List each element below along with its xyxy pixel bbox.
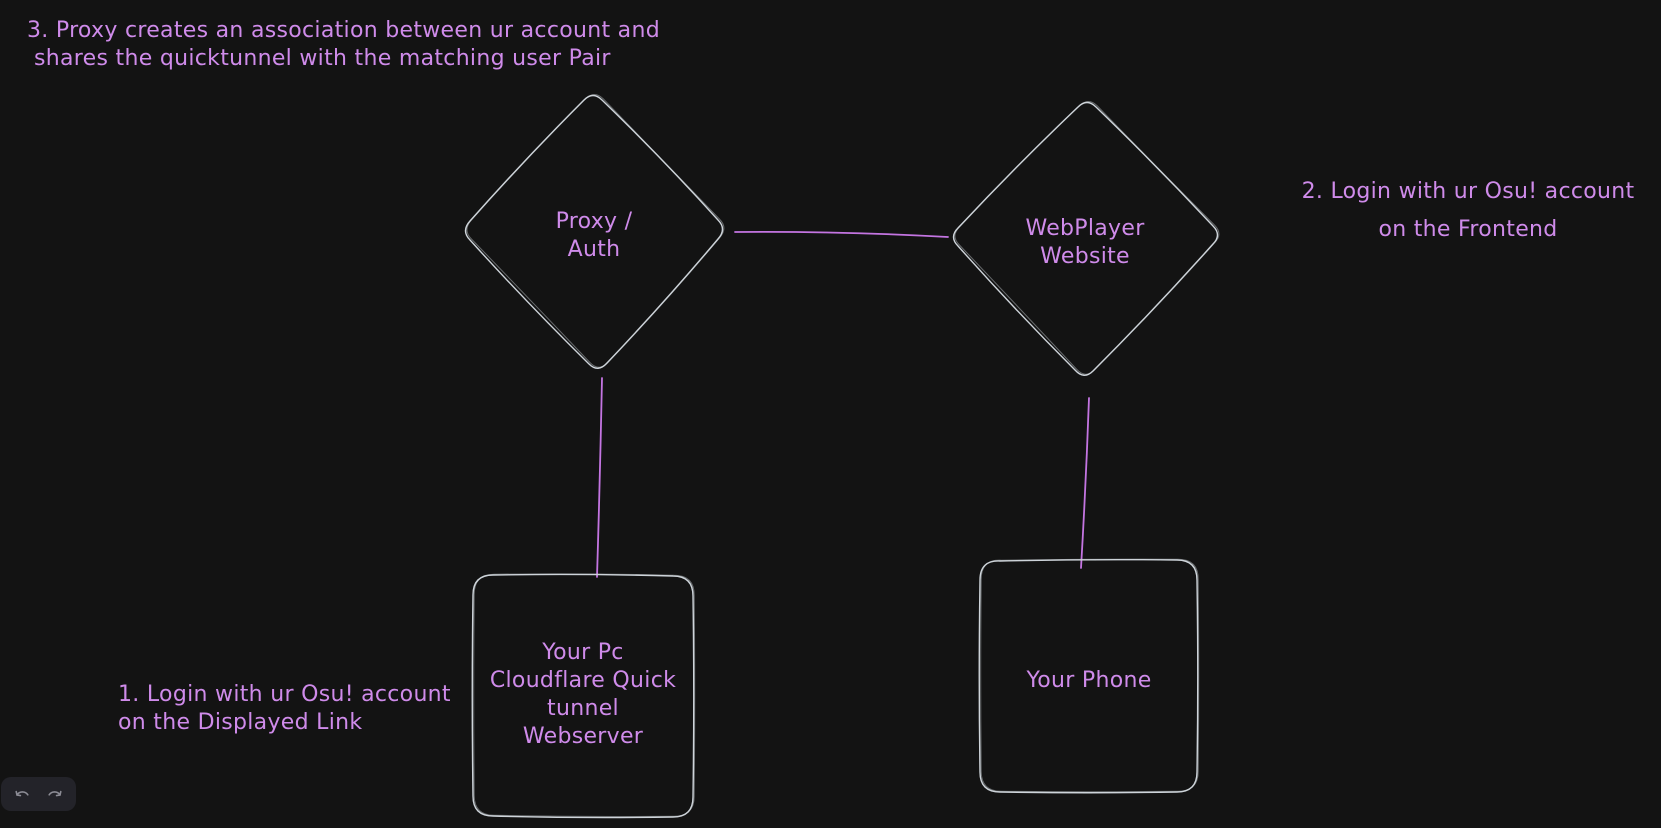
annotation-line: on the Frontend [1378,217,1558,242]
annotation-line: shares the quicktunnel with the matching… [34,46,611,71]
webplayer-diamond[interactable] [952,101,1220,376]
node-label-line: Webserver [522,724,644,749]
annotation-step-3[interactable]: 3. Proxy creates an association between … [27,17,660,73]
annotation-line: 2. Login with ur Osu! account [1301,179,1635,204]
connector-proxy-yourpc[interactable] [596,377,603,578]
node-label-line: Your Phone [1026,668,1152,693]
redo-button[interactable] [42,781,68,807]
node-label-your-phone[interactable]: Your Phone [969,667,1209,695]
node-label-webplayer[interactable]: WebPlayer Website [955,215,1215,271]
node-label-your-pc[interactable]: Your Pc Cloudflare Quick tunnel Webserve… [463,639,703,751]
history-panel [1,777,76,811]
annotation-step-1[interactable]: 1. Login with ur Osu! account on the Dis… [118,681,451,737]
node-label-line: tunnel [547,696,619,721]
node-label-line: Website [1040,244,1130,269]
undo-button[interactable] [9,781,35,807]
your-phone-rect[interactable] [978,558,1200,794]
node-label-line: Your Pc [542,640,624,665]
node-label-line: Proxy / [555,209,633,234]
proxy-auth-diamond[interactable] [464,94,725,369]
undo-icon [15,790,29,797]
annotation-line: on the Displayed Link [118,710,363,735]
annotation-line: 1. Login with ur Osu! account [118,682,451,707]
node-label-line: Cloudflare Quick [489,668,677,693]
connector-webplayer-yourphone[interactable] [1080,397,1090,569]
node-label-line: WebPlayer [1025,216,1145,241]
your-pc-rect[interactable] [471,573,696,819]
node-label-proxy-auth[interactable]: Proxy / Auth [464,208,724,264]
connector-proxy-webplayer[interactable] [734,230,949,238]
annotation-step-2[interactable]: 2. Login with ur Osu! account on the Fro… [1298,173,1638,249]
redo-icon [48,790,62,797]
node-label-line: Auth [567,237,621,262]
annotation-line: 3. Proxy creates an association between … [27,18,660,43]
